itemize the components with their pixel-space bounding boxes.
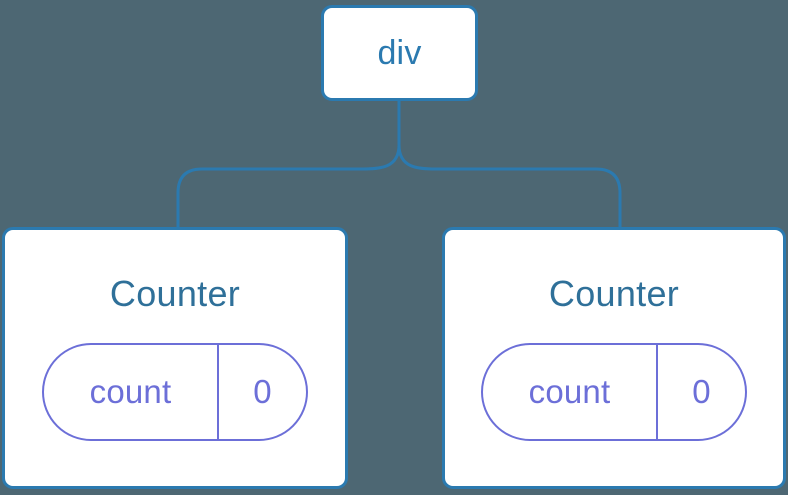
component-node-counter-0[interactable]: Counter count 0 bbox=[2, 227, 348, 489]
state-pill-divider bbox=[217, 345, 219, 439]
state-key-label: count bbox=[89, 373, 172, 410]
state-value-label: 0 bbox=[692, 373, 711, 410]
connector-branch-left bbox=[176, 143, 401, 231]
component-node-counter-1[interactable]: Counter count 0 bbox=[442, 227, 786, 489]
component-title: Counter bbox=[548, 273, 680, 314]
root-node-div[interactable]: div bbox=[321, 5, 478, 101]
state-pill[interactable]: count 0 bbox=[481, 343, 747, 441]
state-pill[interactable]: count 0 bbox=[42, 343, 308, 441]
state-pill-divider bbox=[656, 345, 658, 439]
component-title: Counter bbox=[109, 273, 241, 314]
root-node-label: div bbox=[377, 34, 422, 72]
state-key-label: count bbox=[528, 373, 611, 410]
state-value-label: 0 bbox=[253, 373, 272, 410]
connector-branch-right bbox=[397, 143, 622, 231]
